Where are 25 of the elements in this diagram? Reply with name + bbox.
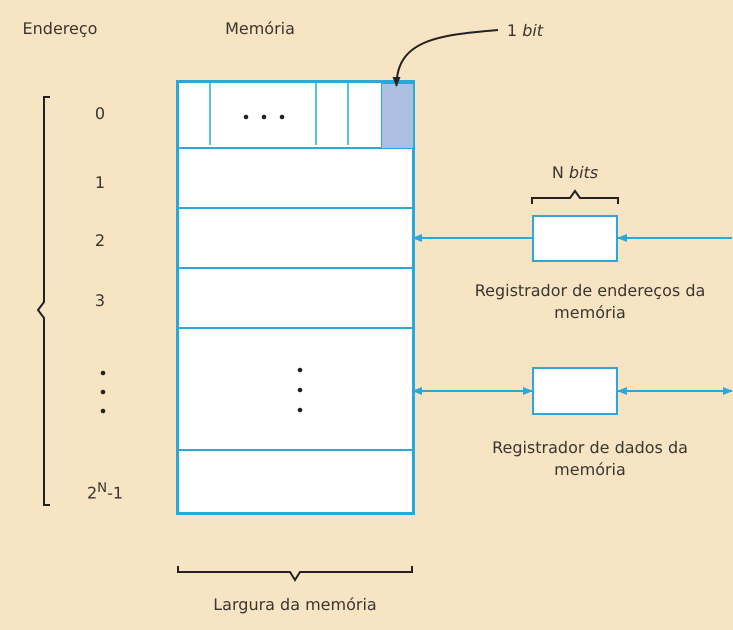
- address-number: 1: [94, 172, 106, 194]
- arrow: [412, 387, 533, 395]
- memory-word: [178, 82, 413, 148]
- memory-word: [178, 268, 413, 328]
- width-caption: Largura da memória: [212, 594, 378, 616]
- memory-word: [178, 148, 413, 208]
- arrow: [617, 234, 732, 242]
- address-number: 2$^{N}$-1: [86, 480, 124, 504]
- memory-word: [178, 450, 413, 513]
- memory-word: [178, 208, 413, 268]
- memory-word: [178, 328, 413, 450]
- register-label: Registrador de endereços da memória: [474, 280, 706, 324]
- address-number: 0: [94, 103, 106, 125]
- bit-cell: [381, 83, 414, 149]
- register-label: Registrador de dados da memória: [491, 437, 689, 481]
- bit-width-label: N bits: [550, 162, 600, 184]
- memory-array: [178, 82, 413, 513]
- address-number: 3: [94, 290, 106, 312]
- callout-text: 1 bit: [500, 20, 550, 42]
- column-heading: Memória: [224, 18, 296, 40]
- arrow: [412, 234, 532, 242]
- column-heading: Endereço: [22, 18, 98, 40]
- arrow: [617, 387, 733, 395]
- address-number: 2: [94, 230, 106, 252]
- leader-line: [393, 29, 498, 87]
